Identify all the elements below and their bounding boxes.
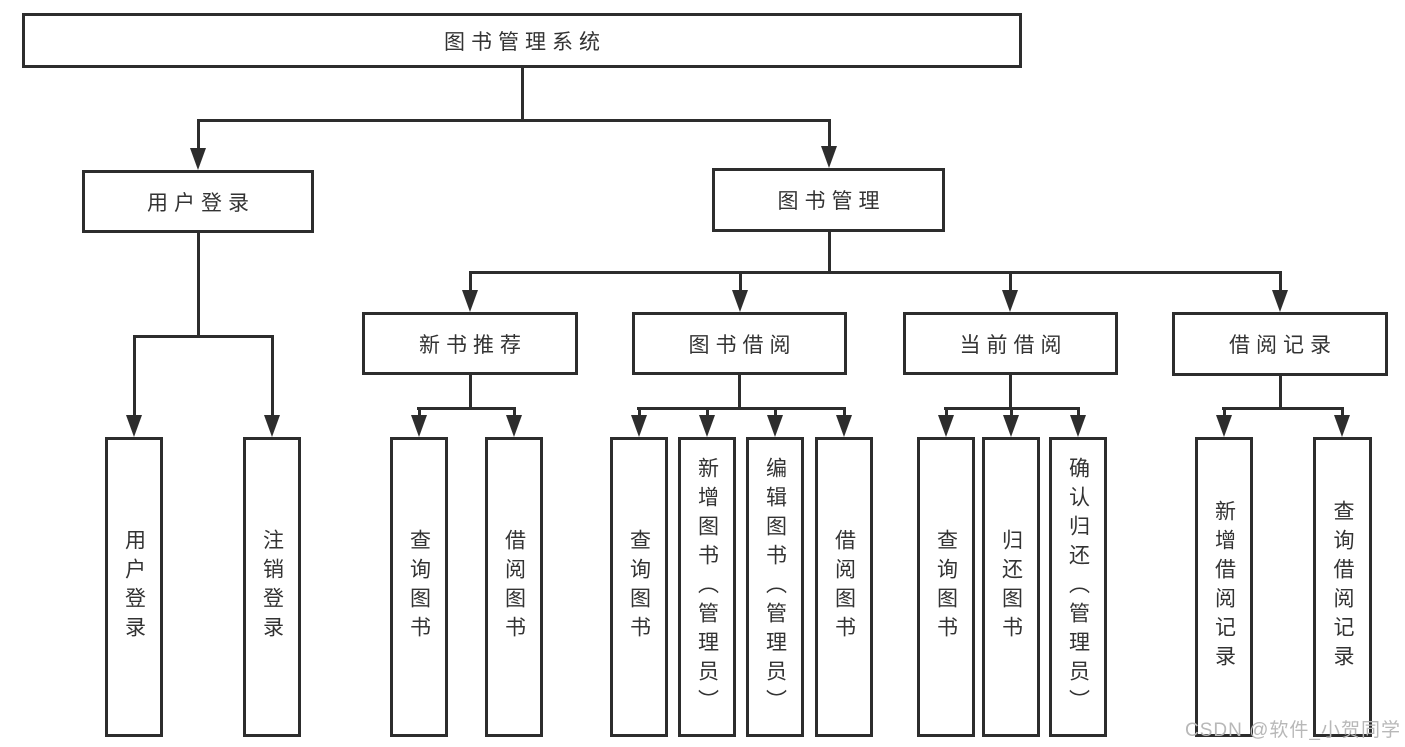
connector-root-drop-left: [197, 119, 200, 149]
leaf-query-borrow-record: 查询借阅记录: [1313, 437, 1372, 737]
arrow-down-icon: [1334, 415, 1350, 437]
arrow-down-icon: [506, 415, 522, 437]
connector-current-drop: [1010, 407, 1013, 417]
arrow-down-icon: [836, 415, 852, 437]
arrow-down-icon: [821, 146, 837, 168]
arrow-down-icon: [699, 415, 715, 437]
leaf-borrow-books-borrow: 借阅图书: [815, 437, 873, 737]
arrow-down-icon: [1216, 415, 1232, 437]
arrow-down-icon: [631, 415, 647, 437]
connector-login-trunk: [197, 232, 200, 338]
leaf-add-borrow-record: 新增借阅记录: [1195, 437, 1253, 737]
connector-borrowing-trunk: [738, 374, 741, 410]
connector-current-drop: [945, 407, 948, 417]
connector-login-drop: [133, 335, 136, 416]
leaf-query-books-borrow: 查询图书: [610, 437, 668, 737]
connector-mgmt-branch: [469, 271, 1282, 274]
arrow-down-icon: [1070, 415, 1086, 437]
arrow-down-icon: [1003, 415, 1019, 437]
connector-borrowing-branch: [637, 407, 846, 410]
node-book-borrowing: 图书借阅: [632, 312, 847, 375]
arrow-down-icon: [264, 415, 280, 437]
arrow-down-icon: [190, 148, 206, 170]
connector-recommend-drop: [513, 407, 516, 417]
arrow-down-icon: [1002, 290, 1018, 312]
connector-borrowing-drop: [843, 407, 846, 417]
node-new-book-recommend: 新书推荐: [362, 312, 578, 375]
connector-borrowing-drop: [706, 407, 709, 417]
leaf-confirm-return-admin: 确认归还（管理员）: [1049, 437, 1107, 737]
leaf-query-books-recommend: 查询图书: [390, 437, 448, 737]
node-current-borrowing: 当前借阅: [903, 312, 1118, 375]
connector-login-drop: [271, 335, 274, 416]
connector-mgmt-trunk: [828, 232, 831, 274]
connector-root-branch: [197, 119, 831, 122]
connector-mgmt-drop: [469, 271, 472, 292]
connector-recommend-drop: [418, 407, 421, 417]
arrow-down-icon: [462, 290, 478, 312]
csdn-watermark: CSDN @软件_小贺同学: [1185, 720, 1401, 741]
connector-records-drop: [1341, 407, 1344, 417]
connector-records-drop: [1223, 407, 1226, 417]
connector-mgmt-drop: [1279, 271, 1282, 292]
connector-mgmt-drop: [739, 271, 742, 292]
node-root: 图书管理系统: [22, 13, 1022, 68]
leaf-borrow-books-recommend: 借阅图书: [485, 437, 543, 737]
leaf-logout: 注销登录: [243, 437, 301, 737]
connector-current-drop: [1077, 407, 1080, 417]
connector-recommend-branch: [417, 407, 516, 410]
leaf-edit-book-admin: 编辑图书（管理员）: [746, 437, 804, 737]
arrow-down-icon: [126, 415, 142, 437]
arrow-down-icon: [732, 290, 748, 312]
leaf-add-book-admin: 新增图书（管理员）: [678, 437, 736, 737]
connector-login-branch: [133, 335, 274, 338]
connector-borrowing-drop: [774, 407, 777, 417]
arrow-down-icon: [767, 415, 783, 437]
connector-current-trunk: [1009, 374, 1012, 410]
connector-root-drop-right: [828, 119, 831, 147]
connector-records-branch: [1222, 407, 1344, 410]
arrow-down-icon: [1272, 290, 1288, 312]
arrow-down-icon: [938, 415, 954, 437]
connector-recommend-trunk: [469, 374, 472, 410]
node-user-login: 用户登录: [82, 170, 314, 233]
connector-borrowing-drop: [638, 407, 641, 417]
leaf-return-books: 归还图书: [982, 437, 1040, 737]
leaf-query-books-current: 查询图书: [917, 437, 975, 737]
connector-root-trunk: [521, 67, 524, 121]
connector-records-trunk: [1279, 375, 1282, 410]
leaf-user-login: 用户登录: [105, 437, 163, 737]
node-book-management: 图书管理: [712, 168, 945, 232]
arrow-down-icon: [411, 415, 427, 437]
connector-mgmt-drop: [1009, 271, 1012, 292]
node-borrowing-records: 借阅记录: [1172, 312, 1388, 376]
